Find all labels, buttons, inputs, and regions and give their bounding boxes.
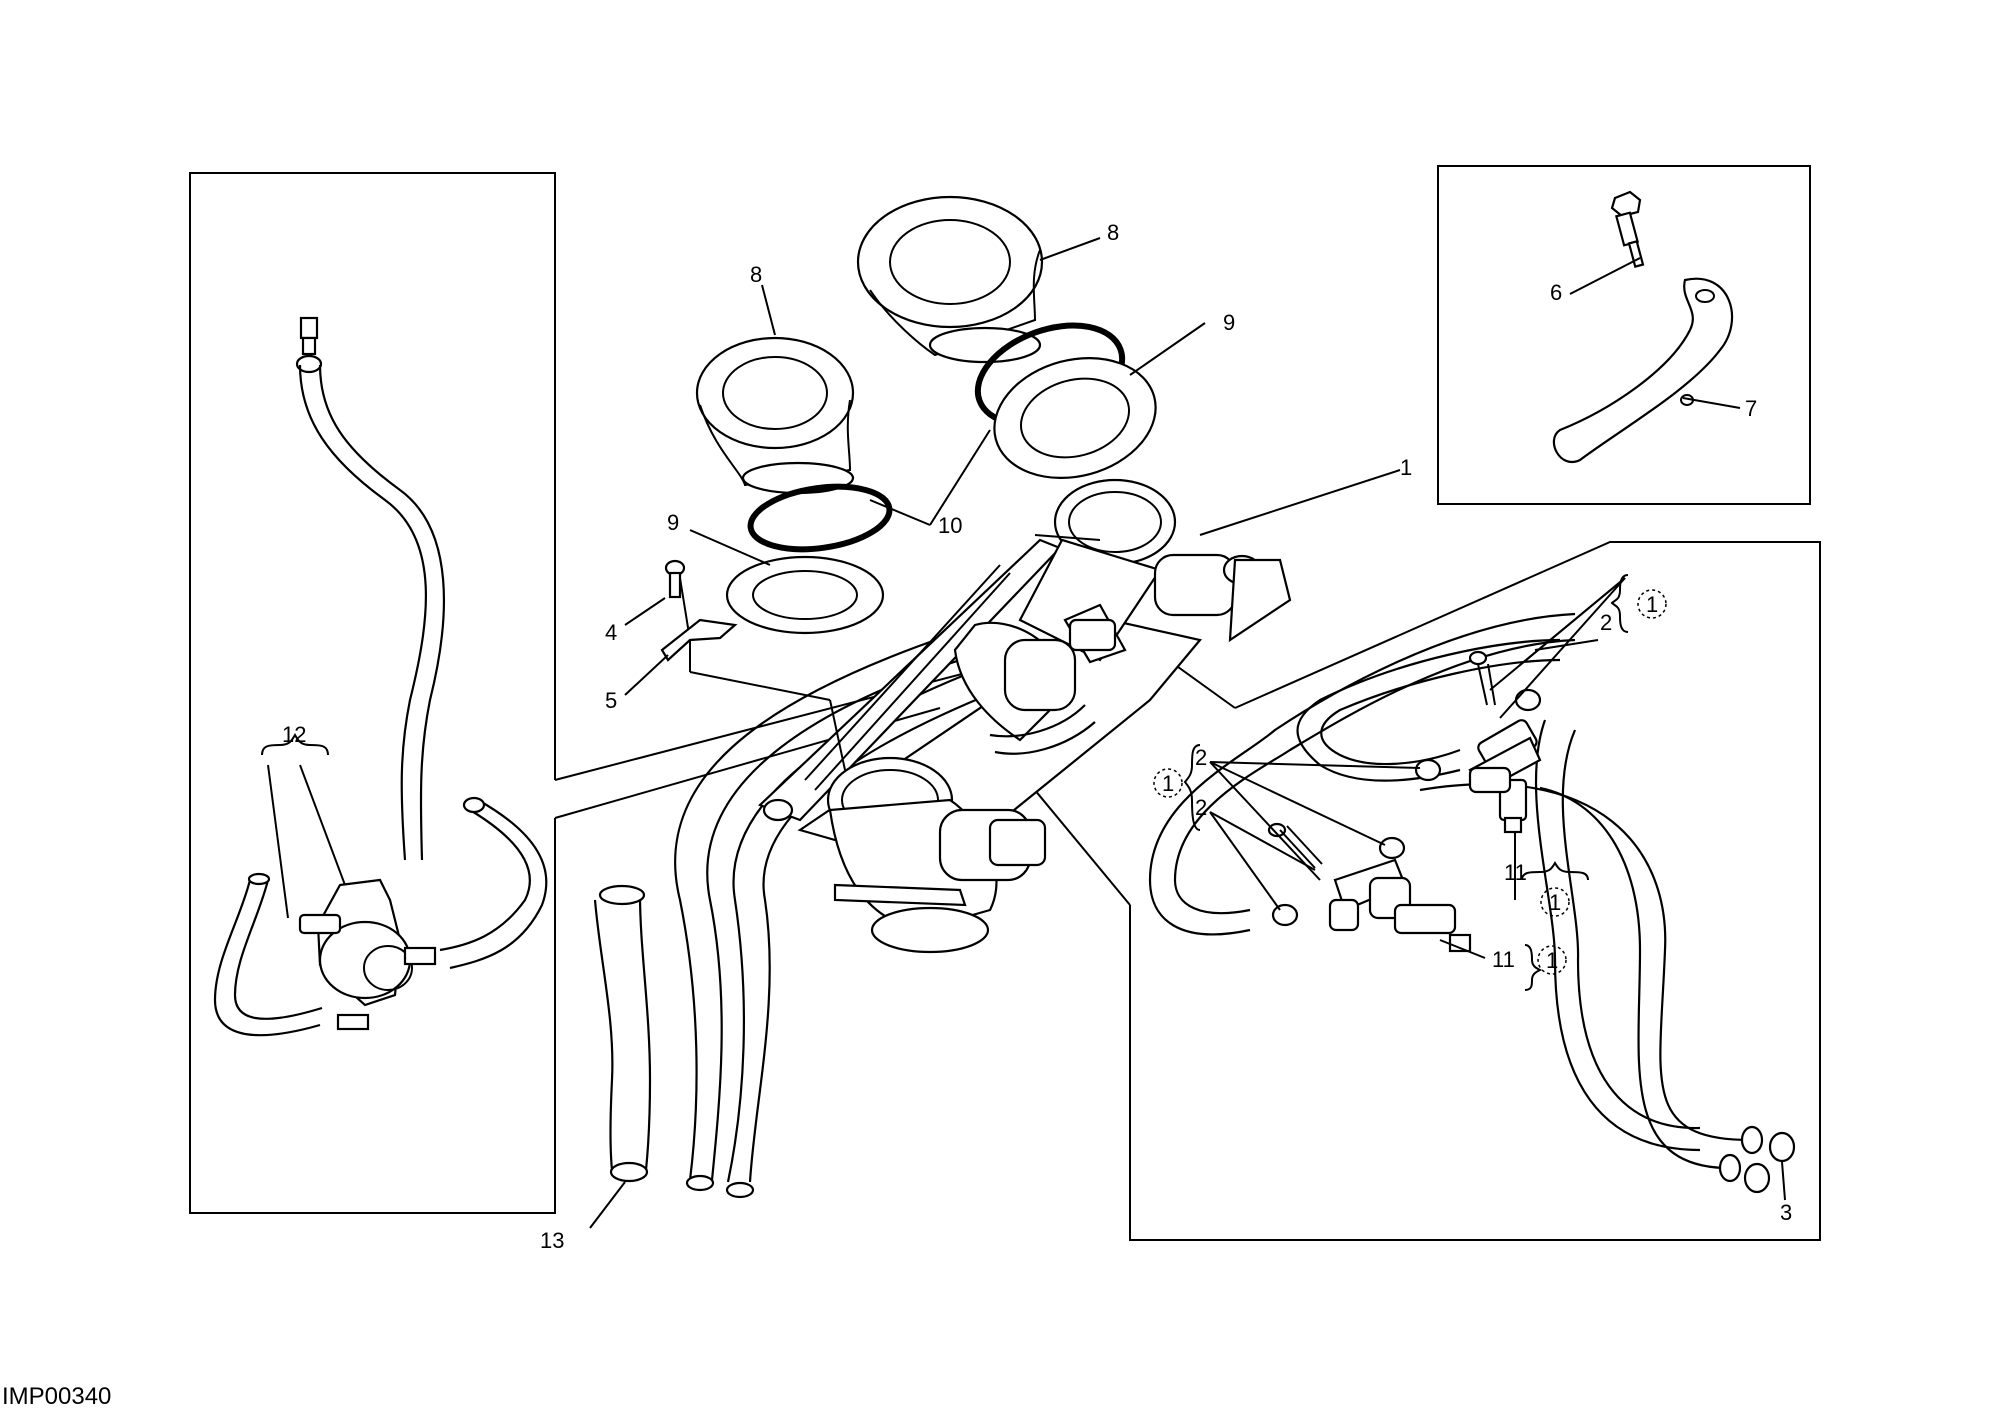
callout-2-mid: 2 [1195,745,1207,770]
callout-8-left: 8 [750,262,762,287]
callout-2-top: 2 [1600,610,1612,635]
fuel-pump-assembly [213,316,548,1037]
left-inset-frame [189,172,556,1214]
bolt-6 [1610,190,1645,268]
callout-1: 1 [1400,455,1412,480]
callout-11-upper: 11 [1504,860,1527,885]
bottom-right-inset-frame [1129,541,1821,1241]
bracket-5 [660,618,738,662]
callout-8-right: 8 [1107,220,1119,245]
gasket-upper [993,356,1157,480]
callout-10: 10 [938,513,962,538]
hose-clamps [1271,688,1542,927]
fuel-injector-upper [1468,719,1542,834]
callout-6: 6 [1550,280,1562,305]
callout-4: 4 [605,620,617,645]
circled-ref-markers [1153,589,1667,975]
gasket-lower [725,555,885,635]
callout-7: 7 [1745,396,1757,421]
fuel-line-hoses [1148,612,1796,1194]
hose-13 [593,884,652,1183]
circled-ref-1a: 1 [1646,592,1658,617]
top-right-inset-frame [1437,165,1811,505]
injector-screws [1267,650,1496,869]
leader-lines [589,237,1786,1229]
bracket-7 [1552,277,1734,464]
callout-3: 3 [1780,1200,1792,1225]
callout-9-right: 9 [1223,310,1235,335]
screw-4 [664,559,691,672]
circled-ref-1c: 1 [1549,890,1561,915]
intake-funnel-right [856,195,1044,364]
drawing-code: IMP00340 [2,1383,111,1410]
callout-5: 5 [605,688,617,713]
callout-2-low: 2 [1195,795,1207,820]
callout-9-left: 9 [667,510,679,535]
grouping-braces [1183,574,1629,991]
circled-ref-1b: 1 [1162,771,1174,796]
throttle-body-assembly [674,478,1292,1199]
fuel-injector-lower [1328,858,1472,953]
callout-labels: 1 2 2 2 3 4 5 6 7 8 8 9 9 10 11 11 12 13… [282,220,1792,1253]
callout-13: 13 [540,1228,564,1253]
callout-12: 12 [282,722,306,747]
circled-ref-1d: 1 [1546,948,1558,973]
intake-funnel-left [695,336,855,495]
callout-11-lower: 11 [1492,947,1515,972]
